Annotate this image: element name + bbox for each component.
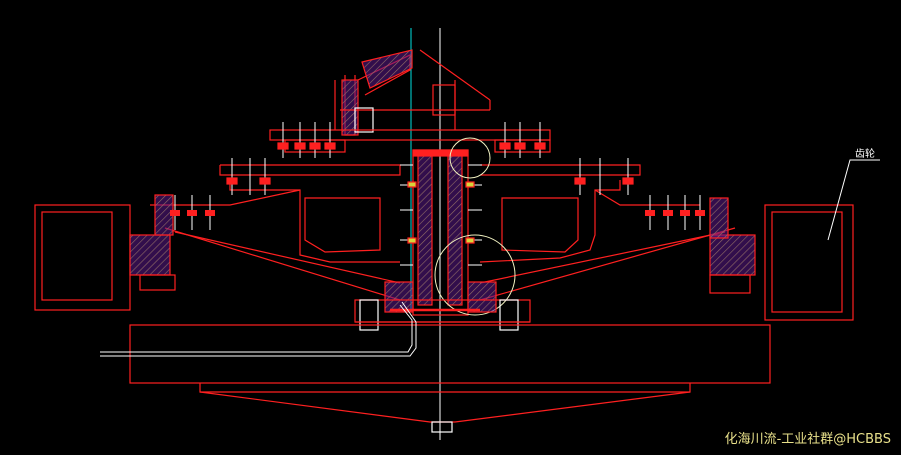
callout-leader [827, 159, 880, 241]
callout-label: 齿轮 [855, 147, 875, 160]
upper-flange [269, 122, 551, 158]
rotating-platform [129, 324, 771, 433]
main-housing [150, 158, 736, 301]
left-motor [34, 194, 176, 311]
top-mount [334, 49, 491, 136]
centerlines [410, 28, 441, 440]
watermark-text: 化海川流-工业社群@HCBBS [724, 432, 891, 447]
feed-pipe [100, 301, 417, 357]
right-motor [709, 197, 854, 321]
detail-circles [434, 137, 516, 316]
bearing-seat [354, 281, 531, 331]
side-bolts [170, 195, 705, 230]
central-shaft [400, 149, 482, 316]
